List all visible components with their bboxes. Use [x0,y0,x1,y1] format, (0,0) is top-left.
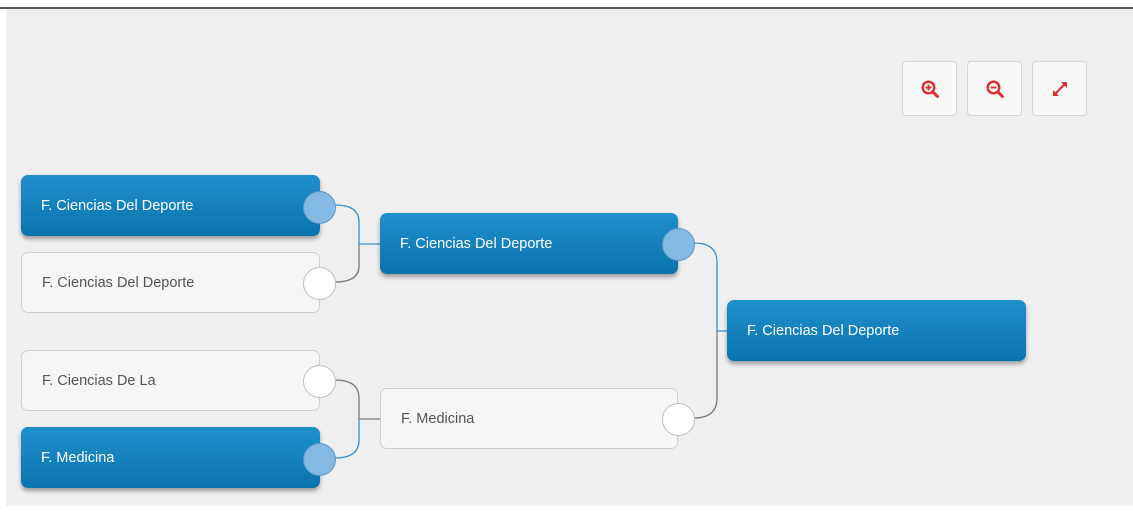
team-name: F. Ciencias Del Deporte [747,322,900,339]
team-name: F. Ciencias Del Deporte [42,274,195,291]
zoom-out-button[interactable] [967,61,1022,116]
zoom-out-icon [985,79,1005,99]
team-name: F. Medicina [41,449,115,466]
loser-marker [662,403,695,436]
winner-marker [303,191,336,224]
team-name: F. Medicina [401,410,475,427]
loser-marker [303,267,336,300]
team-name: F. Ciencias De La [42,372,156,389]
team-slot[interactable]: F. Ciencias De La [21,350,320,411]
fullscreen-button[interactable] [1032,61,1087,116]
loser-marker [303,365,336,398]
zoom-in-button[interactable] [902,61,957,116]
winner-marker [662,228,695,261]
team-name: F. Ciencias Del Deporte [400,235,553,252]
team-slot[interactable]: F. Medicina [380,388,678,449]
zoom-in-icon [920,79,940,99]
team-slot[interactable]: F. Medicina [21,427,320,488]
expand-icon [1050,79,1070,99]
winner-marker [303,443,336,476]
team-slot[interactable]: F. Ciencias Del Deporte [380,213,678,274]
champion-slot[interactable]: F. Ciencias Del Deporte [727,300,1026,361]
team-slot[interactable]: F. Ciencias Del Deporte [21,252,320,313]
team-slot[interactable]: F. Ciencias Del Deporte [21,175,320,236]
top-border [0,0,1133,9]
team-name: F. Ciencias Del Deporte [41,197,194,214]
